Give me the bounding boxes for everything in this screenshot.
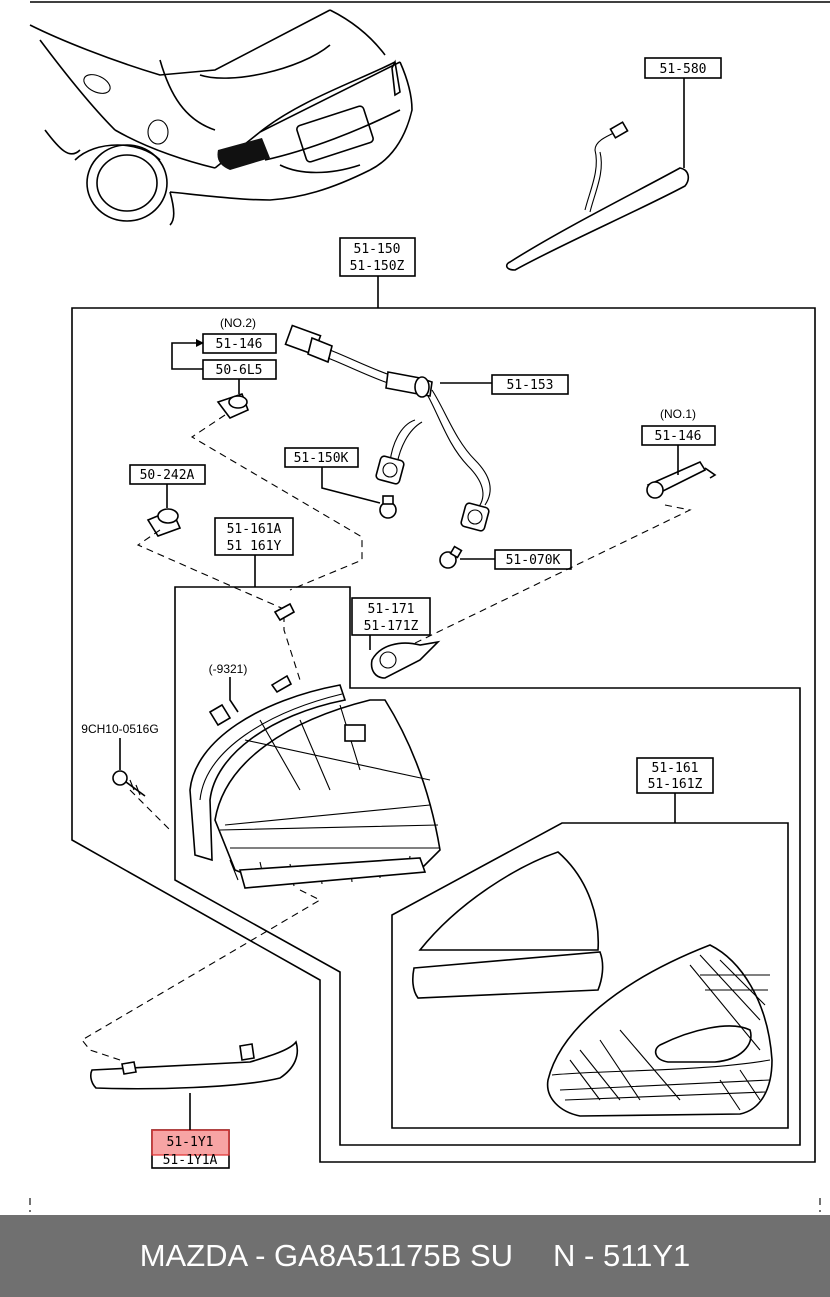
svg-text:50-6L5: 50-6L5 xyxy=(216,363,263,378)
footer-bar: MAZDA - GA8A51175B SU N - 511Y1 xyxy=(0,1215,830,1297)
label-gasket: 51-161A 51 161Y xyxy=(214,517,294,556)
svg-text:51-161Z: 51-161Z xyxy=(648,777,703,792)
bulb-150k xyxy=(321,467,397,519)
svg-text:51-150K: 51-150K xyxy=(294,451,349,466)
label-high-mount-lamp: 51-580 xyxy=(644,57,722,79)
assembly-frames xyxy=(71,276,816,1163)
svg-text:51-171: 51-171 xyxy=(368,602,415,617)
socket-no1 xyxy=(646,445,717,499)
svg-text:51-1Y1: 51-1Y1 xyxy=(167,1135,214,1150)
svg-text:51-070K: 51-070K xyxy=(506,553,561,568)
bulb-070k xyxy=(439,545,495,569)
svg-text:51-150: 51-150 xyxy=(354,242,401,257)
lamp-lens-lower xyxy=(546,944,773,1117)
svg-text:51-153: 51-153 xyxy=(507,378,554,393)
garnish-part xyxy=(90,1040,299,1090)
lamp-lens-upper xyxy=(412,851,604,999)
svg-text:51-580: 51-580 xyxy=(660,62,707,77)
label-socket-no2: 51-146 xyxy=(202,333,277,354)
label-bulb-150k: 51-150K xyxy=(284,447,359,468)
nut-part xyxy=(216,379,250,419)
note-no1: (NO.1) xyxy=(660,407,696,421)
part-number-text: MAZDA - GA8A51175B SU xyxy=(139,1238,514,1273)
svg-text:51-146: 51-146 xyxy=(216,337,263,352)
label-lamp-assembly: 51-150 51-150Z xyxy=(339,237,416,277)
wiring-harness xyxy=(284,324,492,532)
high-mount-stop-lamp xyxy=(505,78,690,271)
svg-text:51-161A: 51-161A xyxy=(227,522,282,537)
parts-diagram: 51-580 51-150 51-150Z (NO.2) 51-146 50-6… xyxy=(29,1,830,1212)
socket-bracket-line xyxy=(171,342,203,370)
svg-text:51-1Y1A: 51-1Y1A xyxy=(163,1153,218,1168)
label-harness: 51-153 xyxy=(491,374,569,395)
screw-part xyxy=(112,738,146,797)
svg-text:51-161: 51-161 xyxy=(652,761,699,776)
label-holder: 51-171 51-171Z xyxy=(351,597,431,636)
assembly-guide-lines xyxy=(81,414,692,1061)
car-illustration xyxy=(29,9,413,226)
note-serial: (-9321) xyxy=(209,662,248,676)
highlight-marker xyxy=(151,1129,230,1156)
clip-part xyxy=(146,484,182,537)
svg-text:51-171Z: 51-171Z xyxy=(364,619,419,634)
label-bulb-070k: 51-070K xyxy=(494,549,572,570)
label-socket-no1: 51-146 xyxy=(641,425,716,446)
note-no2: (NO.2) xyxy=(220,316,256,330)
holder-part xyxy=(369,635,441,679)
svg-text:51-146: 51-146 xyxy=(655,429,702,444)
rear-combination-lamp xyxy=(189,684,441,889)
label-lens: 51-161 51-161Z xyxy=(636,757,714,794)
svg-text:51 161Y: 51 161Y xyxy=(227,539,282,554)
svg-text:50-242A: 50-242A xyxy=(140,468,195,483)
svg-text:51-150Z: 51-150Z xyxy=(350,259,405,274)
label-screw: 9CH10-0516G xyxy=(81,722,158,736)
label-clip: 50-242A xyxy=(129,464,206,485)
label-nut: 50-6L5 xyxy=(202,359,277,380)
label-garnish: 51-1Y1 51-1Y1A xyxy=(151,1129,230,1169)
reference-number-text: N - 511Y1 xyxy=(553,1238,691,1273)
lamp-screws xyxy=(208,602,296,727)
